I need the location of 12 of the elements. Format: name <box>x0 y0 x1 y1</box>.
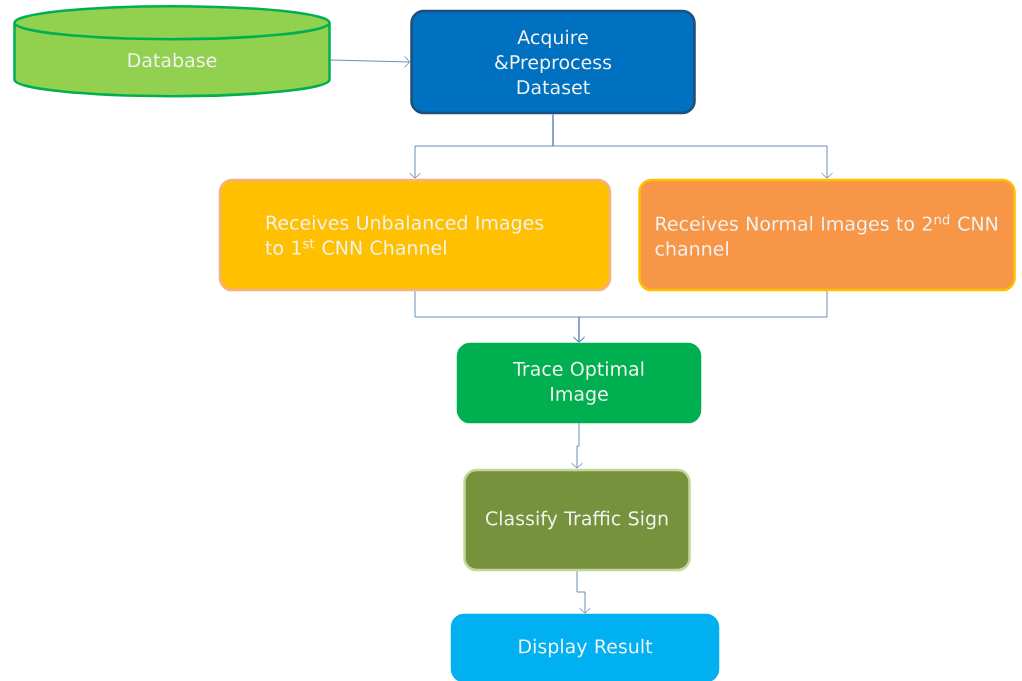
arrow <box>552 113 833 179</box>
arrow <box>573 290 828 343</box>
arrow <box>330 55 411 68</box>
arrow <box>571 422 583 469</box>
process-box: Classify Traffic Sign <box>463 468 691 572</box>
process-box: Receives Normal Images to 2$^{nd}$ CNN channel <box>638 178 1016 292</box>
process-box: Display Result <box>450 613 720 681</box>
arrow <box>576 570 591 614</box>
process-box: Receives Unbalanced Images to 1$^{st}$ CNN Channel <box>218 178 612 292</box>
process-box: Trace Optimal Image <box>456 342 702 424</box>
process-box: Acquire &Preprocess Dataset <box>410 9 696 115</box>
database-cylinder: Database <box>13 4 331 98</box>
